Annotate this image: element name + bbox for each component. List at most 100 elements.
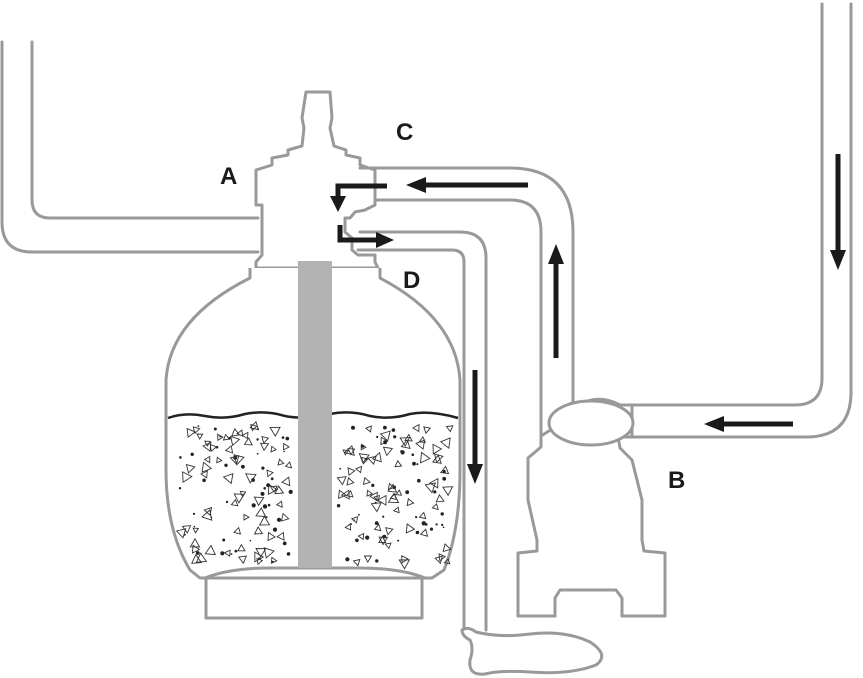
sand-grain [233,526,242,535]
sand-grain [401,555,409,564]
sand-grain [423,426,432,435]
sand-grain [275,500,283,509]
sand-grain [192,527,200,534]
sand-grain [256,557,264,566]
sand-grain [387,482,395,491]
sand-grain [346,477,355,486]
label-b: B [668,467,685,494]
waste-line-pipe [356,230,488,632]
sand-grain [416,463,419,466]
sand-grain [344,523,352,531]
sand-grain [412,461,416,466]
sand-grain [365,425,372,433]
sand-grain [201,509,213,521]
label-d: D [403,267,420,294]
sand-grain [220,551,225,556]
sand-grain [399,437,411,447]
sand-grain [263,547,275,559]
sand-grain [418,435,427,444]
sand-grain [285,436,290,441]
sand-grain [345,490,354,498]
sand-grain [371,451,382,463]
sand-grain [204,544,217,556]
label-c: C [396,119,413,146]
sand-grain [217,433,224,442]
sand-grain [261,435,270,444]
standpipe [298,261,332,568]
pump-to-valve-pipe [358,166,575,438]
sand-grain [193,525,196,528]
sand-grain [282,541,287,546]
sand-grain [395,489,403,496]
sand-grain [384,542,392,550]
drain-puddle [460,626,604,676]
sand-grain [200,470,208,479]
sand-grain [336,476,347,486]
sand-grain [419,451,431,464]
sand-grain [339,467,342,470]
sand-grain [251,478,256,482]
sand-grain [363,555,373,564]
sand-grain [241,464,245,469]
sand-grain [230,498,239,507]
pool-suction-pipe [630,2,853,439]
sand-grain [397,539,400,542]
sand-grain [266,469,274,478]
pump-housing [547,399,635,447]
sand-grain [336,504,341,508]
sand-grain [256,438,259,441]
sand-grain [445,425,454,433]
sand-grain [439,465,450,475]
sand-grain [223,549,231,558]
sand-grain [373,494,381,502]
sand-grain [225,500,229,504]
sand-grain [262,504,268,509]
sand-grain [243,437,253,446]
sand-grain [352,558,361,567]
sand-grain [276,531,285,541]
sand-grain [417,478,421,483]
sand-grain [354,465,363,474]
sand-grain [230,435,241,447]
sand-grain [190,452,194,456]
sand-grain [374,521,379,525]
sand-grain [216,456,223,464]
sand-grain [398,559,411,570]
sand-grain [342,449,350,456]
sand-grain [442,543,452,553]
sand-grain [266,483,270,488]
arrow-out-of-valve [337,225,394,248]
sand-grain [400,439,411,449]
sand-grain [179,456,182,459]
sand-grain [431,502,439,511]
sand-grain [365,535,370,540]
sand-grain [270,556,278,564]
sand-grain [442,469,446,474]
sand-grain [185,463,196,474]
sand-grain [429,527,434,531]
sand-grain [231,427,241,437]
sand-grain [435,523,438,526]
sand-grain [378,536,389,546]
sand-grain [267,503,271,507]
sand-grain [350,523,352,525]
sand-grain [383,425,387,430]
sand-grain [259,442,270,452]
sand-grain [222,538,226,542]
sand-grain [343,444,355,456]
sand-grain [201,461,213,473]
sand-grain [406,497,415,507]
sand-grain [418,511,427,520]
sand-grain [347,467,356,477]
sand-grain [405,523,416,534]
sand-grain [224,444,234,454]
sand-grain [258,515,271,526]
sand-grain [196,433,204,440]
sand-grain [203,455,211,464]
sand-grain [288,489,293,494]
sand-grain [236,429,244,437]
sand-grain [389,492,398,501]
sand-grain [213,427,217,431]
sand-grain [434,555,443,565]
